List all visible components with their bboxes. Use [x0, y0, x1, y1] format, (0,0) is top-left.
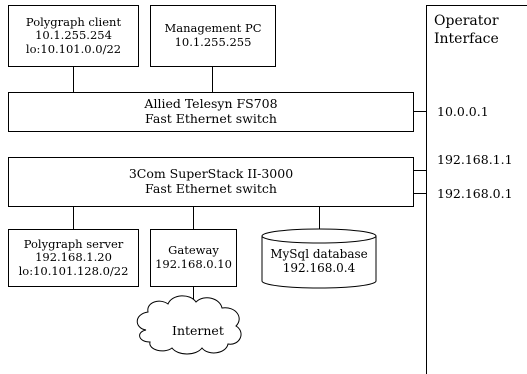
internet-cloud-icon [136, 295, 242, 355]
operator-interface-panel [426, 5, 527, 374]
link-3com-to-gateway [193, 206, 194, 230]
operator-interface-title-line2: Interface [434, 31, 499, 48]
polygraph-client-loopback: lo:10.101.0.0/22 [25, 41, 122, 56]
management-pc-node: Management PC 10.1.255.255 [150, 5, 276, 67]
polygraph-client-node: Polygraph client 10.1.255.254 lo:10.101.… [8, 5, 139, 67]
operator-interface-title: Operator Interface [434, 12, 499, 48]
interface-ip-3com-link-1: 192.168.1.1 [437, 152, 513, 167]
link-3com-to-mysql [319, 206, 320, 230]
link-client-to-allied [73, 66, 74, 93]
gateway-name: Gateway [168, 243, 219, 258]
link-mgmtpc-to-allied [212, 66, 213, 93]
link-3com-to-operator-1 [413, 170, 426, 171]
allied-switch-type: Fast Ethernet switch [145, 111, 277, 126]
mysql-database-name: MySql database [270, 247, 368, 261]
allied-switch-name: Allied Telesyn FS708 [144, 96, 278, 112]
3com-superstack-switch-node: 3Com SuperStack II-3000 Fast Ethernet sw… [8, 157, 414, 207]
3com-switch-name: 3Com SuperStack II-3000 [128, 166, 294, 182]
link-3com-to-operator-2 [413, 193, 426, 194]
internet-label: Internet [172, 323, 224, 338]
polygraph-server-node: Polygraph server 192.168.1.20 lo:10.101.… [8, 229, 139, 287]
polygraph-server-ip: 192.168.1.20 [35, 250, 112, 265]
management-pc-name: Management PC [164, 21, 262, 36]
gateway-node: Gateway 192.168.0.10 [150, 229, 237, 287]
link-3com-to-server [73, 206, 74, 230]
polygraph-client-ip: 10.1.255.254 [35, 28, 112, 43]
link-allied-to-operator [413, 111, 426, 112]
allied-telesyn-switch-node: Allied Telesyn FS708 Fast Ethernet switc… [8, 92, 414, 132]
3com-switch-type: Fast Ethernet switch [145, 181, 277, 196]
operator-interface-title-line1: Operator [434, 13, 499, 29]
mysql-database-label: MySql database 192.168.0.4 [262, 247, 376, 276]
mysql-database-cylinder [261, 228, 377, 289]
management-pc-ip: 10.1.255.255 [174, 35, 252, 49]
polygraph-client-name: Polygraph client [25, 14, 122, 29]
interface-ip-3com-link-2: 192.168.0.1 [437, 186, 513, 201]
polygraph-server-loopback: lo:10.101.128.0/22 [18, 263, 129, 278]
polygraph-server-name: Polygraph server [23, 236, 124, 251]
mysql-database-ip: 192.168.0.4 [282, 261, 356, 276]
interface-ip-allied-link: 10.0.0.1 [437, 104, 489, 119]
gateway-ip: 192.168.0.10 [155, 257, 232, 271]
